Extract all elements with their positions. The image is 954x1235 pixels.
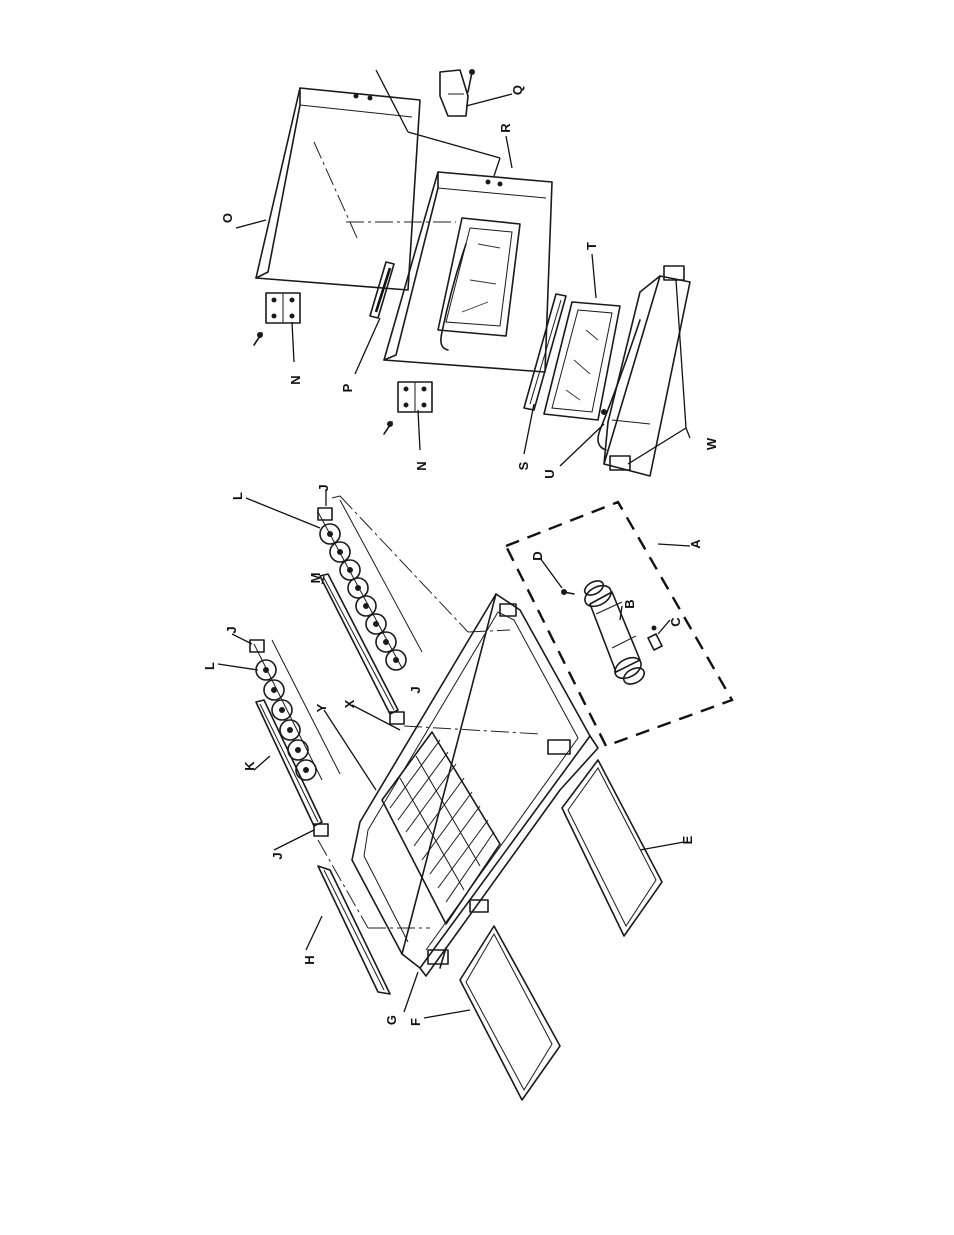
label-B: B bbox=[622, 599, 637, 608]
label-J-top: J bbox=[316, 484, 331, 491]
gear-train-L-upper bbox=[320, 524, 406, 670]
label-A: A bbox=[688, 539, 703, 549]
label-X: X bbox=[342, 699, 357, 708]
label-K: K bbox=[242, 761, 257, 771]
label-H: H bbox=[302, 955, 317, 964]
label-F: F bbox=[408, 1018, 423, 1026]
label-E: E bbox=[680, 835, 695, 844]
label-T: T bbox=[584, 242, 599, 250]
label-M: M bbox=[308, 573, 323, 584]
label-W: W bbox=[704, 437, 719, 450]
label-G: G bbox=[384, 1015, 399, 1025]
tray-W bbox=[598, 266, 690, 476]
door-frame-R bbox=[384, 172, 552, 372]
label-L-upper: L bbox=[230, 492, 245, 500]
label-P: P bbox=[340, 383, 355, 392]
label-R: R bbox=[498, 123, 513, 133]
label-N-upper: N bbox=[288, 375, 303, 384]
latch-Q bbox=[440, 70, 475, 117]
panel-F bbox=[460, 926, 560, 1100]
label-C: C bbox=[668, 617, 683, 627]
label-J-bottom: J bbox=[270, 852, 285, 859]
label-O: O bbox=[220, 213, 235, 223]
label-Q: Q bbox=[510, 85, 525, 95]
leader-lines bbox=[218, 94, 690, 1018]
label-J-right: J bbox=[408, 686, 423, 693]
drive-subassembly-A bbox=[506, 502, 732, 746]
label-D: D bbox=[530, 551, 545, 560]
label-N-lower: N bbox=[414, 461, 429, 470]
label-U: U bbox=[542, 469, 557, 478]
label-S: S bbox=[516, 461, 531, 470]
end-block-J-3 bbox=[318, 508, 332, 520]
lid-panel-O bbox=[256, 88, 420, 290]
grid-rack-XY bbox=[382, 732, 500, 924]
hinge-N-lower bbox=[384, 382, 432, 434]
handle-P bbox=[370, 262, 394, 318]
label-L-lower: L bbox=[202, 662, 217, 670]
label-J-mid: J bbox=[224, 626, 239, 633]
label-Y: Y bbox=[314, 703, 329, 712]
panel-E bbox=[562, 760, 662, 936]
